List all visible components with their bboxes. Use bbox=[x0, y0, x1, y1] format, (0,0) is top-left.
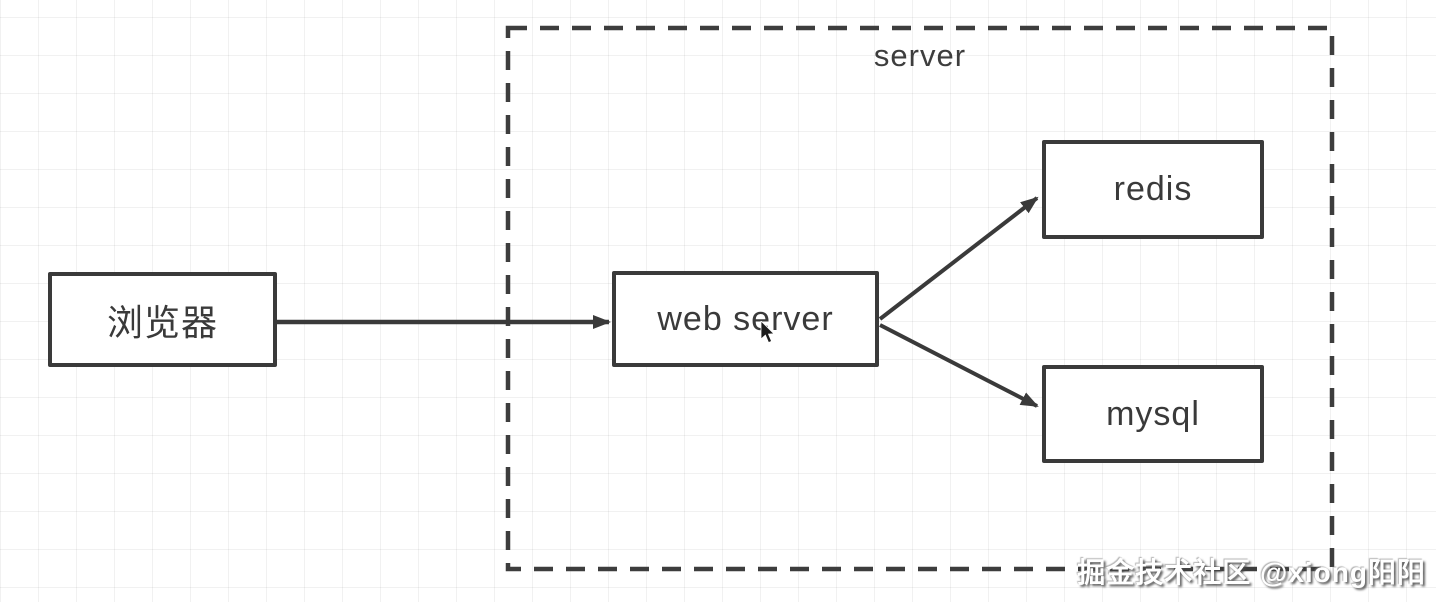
edge-webserver-to-redis bbox=[878, 196, 1039, 321]
server-group-label: server bbox=[873, 38, 967, 73]
node-redis-label: redis bbox=[1113, 170, 1193, 208]
node-redis[interactable]: redis bbox=[1042, 140, 1264, 239]
node-mysql[interactable]: mysql bbox=[1042, 365, 1264, 463]
node-browser-label: 浏览器 bbox=[106, 301, 218, 343]
edge-webserver-to-mysql bbox=[879, 323, 1039, 408]
node-web-server-label: web server bbox=[657, 299, 834, 338]
node-web-server[interactable]: web server bbox=[612, 271, 879, 367]
node-browser[interactable]: 浏览器 bbox=[48, 272, 277, 367]
node-mysql-label: mysql bbox=[1106, 394, 1200, 433]
watermark: 掘金技术社区 @xiong阳阳 bbox=[1077, 557, 1426, 588]
